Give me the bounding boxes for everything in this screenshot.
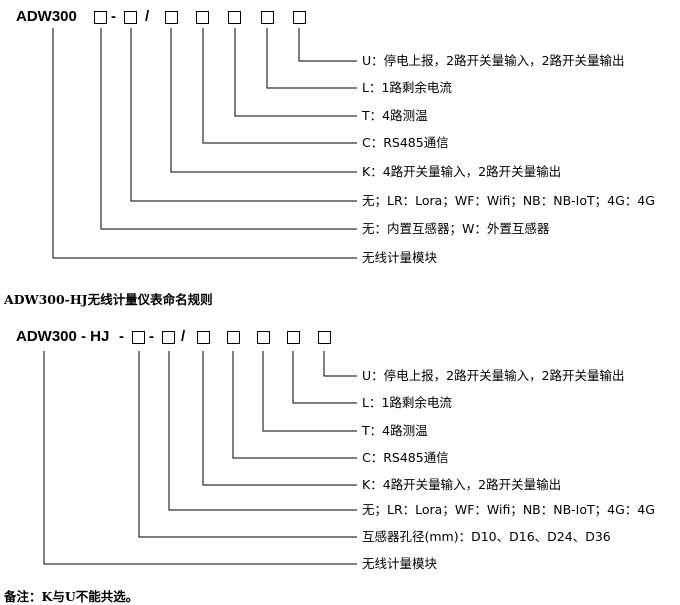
label-c-hj: C：RS485通信 bbox=[362, 450, 449, 465]
code-box-7 bbox=[293, 11, 306, 24]
code-box-1 bbox=[132, 331, 145, 344]
code-box-5 bbox=[257, 331, 270, 344]
label-t: T：4路测温 bbox=[362, 108, 428, 123]
label-ct-aperture: 互感器孔径(mm)：D10、D16、D24、D36 bbox=[362, 529, 611, 544]
code-box-4 bbox=[227, 331, 240, 344]
code-box-2 bbox=[124, 11, 137, 24]
code-box-4 bbox=[196, 11, 209, 24]
label-module: 无线计量模块 bbox=[362, 250, 438, 265]
code-box-5 bbox=[228, 11, 241, 24]
label-u: U：停电上报，2路开关量输入，2路开关量输出 bbox=[362, 53, 625, 68]
label-u-hj: U：停电上报，2路开关量输入，2路开关量输出 bbox=[362, 368, 625, 383]
code-box-7 bbox=[318, 331, 331, 344]
code-box-6 bbox=[287, 331, 300, 344]
code-box-1 bbox=[94, 11, 107, 24]
slash-separator: / bbox=[145, 8, 150, 25]
label-t-hj: T：4路测温 bbox=[362, 423, 428, 438]
code-box-6 bbox=[261, 11, 274, 24]
dash-separator-2: - bbox=[149, 328, 154, 345]
code-box-3 bbox=[165, 11, 178, 24]
model-code-hj: ADW300 - HJ bbox=[16, 328, 110, 345]
label-l-hj: L：1路剩余电流 bbox=[362, 395, 452, 410]
label-k-hj: K：4路开关量输入，2路开关量输出 bbox=[362, 477, 562, 492]
label-l: L：1路剩余电流 bbox=[362, 80, 452, 95]
section-caption: ADW300-HJ无线计量仪表命名规则 bbox=[4, 292, 213, 307]
label-c: C：RS485通信 bbox=[362, 135, 449, 150]
label-comm: 无；LR：Lora；WF：Wifi；NB：NB-IoT；4G：4G bbox=[362, 193, 655, 208]
footnote: 备注：K与U不能共选。 bbox=[4, 589, 139, 604]
code-box-3 bbox=[197, 331, 210, 344]
label-k: K：4路开关量输入，2路开关量输出 bbox=[362, 164, 562, 179]
dash-separator-1: - bbox=[119, 328, 124, 345]
label-comm-hj: 无；LR：Lora；WF：Wifi；NB：NB-IoT；4G：4G bbox=[362, 502, 655, 517]
label-ct: 无：内置互感器；W：外置互感器 bbox=[362, 221, 550, 236]
label-module-hj: 无线计量模块 bbox=[362, 556, 438, 571]
slash-separator: / bbox=[181, 328, 186, 345]
code-box-2 bbox=[162, 331, 175, 344]
model-code: ADW300 bbox=[16, 8, 77, 25]
dash-separator: - bbox=[111, 8, 116, 25]
